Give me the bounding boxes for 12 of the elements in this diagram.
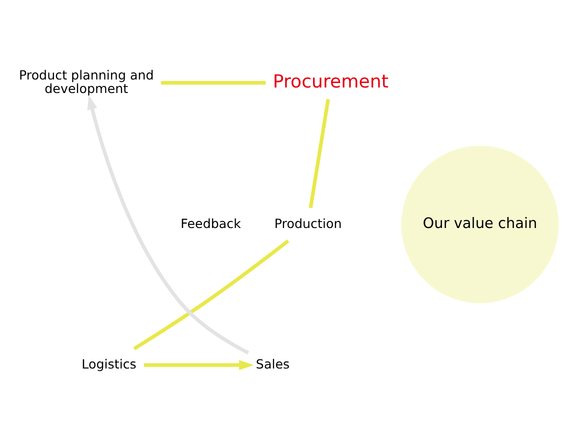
node-text: Procurement [272, 70, 388, 92]
edge-label: Feedback [180, 215, 241, 230]
node-text: Sales [256, 356, 290, 371]
connector [133, 238, 290, 350]
connector [161, 80, 266, 84]
arrow [144, 360, 254, 370]
node-text: Product planning and development [18, 66, 154, 96]
node-circle: Our value chain [401, 145, 559, 303]
node-text: Logistics [82, 356, 136, 371]
arrow [87, 94, 250, 354]
connector [308, 98, 330, 208]
node-text: Production [274, 215, 342, 230]
